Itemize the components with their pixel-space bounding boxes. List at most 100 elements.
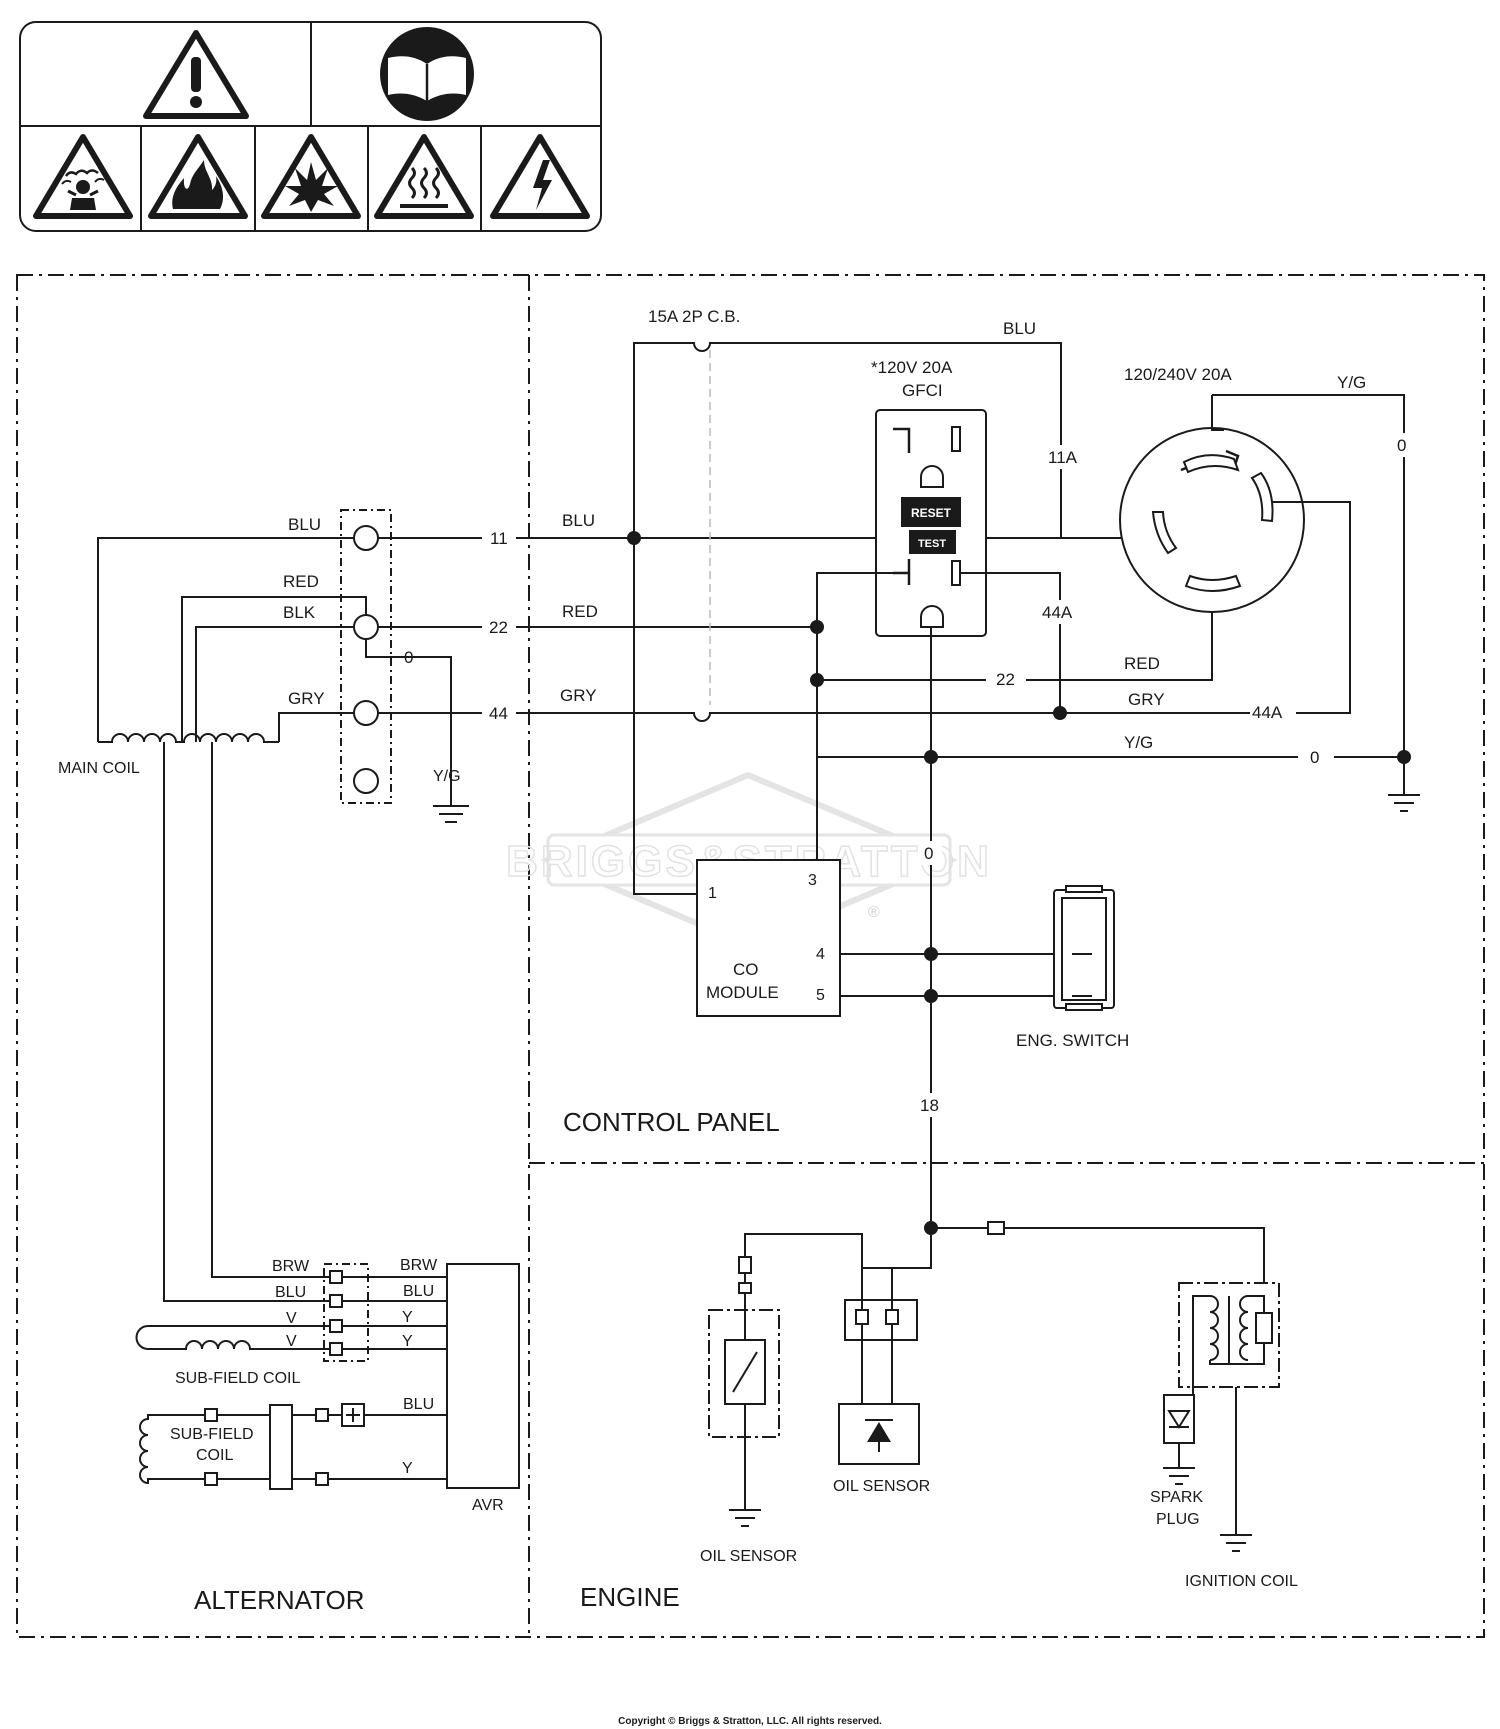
ignition-coil-label: IGNITION COIL — [1185, 1573, 1298, 1590]
wire-number-22: 22 — [489, 618, 508, 637]
read-manual-icon — [380, 27, 474, 121]
hot-surface-icon — [374, 134, 474, 219]
zero-bottom-label: 0 — [1310, 748, 1319, 767]
spark-plug-label-1: SPARK — [1150, 1489, 1203, 1506]
main-coil-label: MAIN COIL — [58, 760, 140, 777]
wire-18-label: 18 — [920, 1096, 939, 1115]
alt-wire-gry — [278, 712, 354, 742]
alt-wire-ground — [365, 639, 452, 806]
avr-right-label-y2: Y — [402, 1333, 413, 1350]
sub-field-coil-2 — [139, 1414, 210, 1485]
oil-sensor-left-ground — [729, 1509, 761, 1527]
avr-right-label-y1: Y — [402, 1309, 413, 1326]
wire-color-blu: BLU — [562, 511, 595, 530]
control-panel-section: RESET TEST — [378, 307, 1420, 1228]
gfci-label-2: GFCI — [902, 381, 943, 400]
avr-left-label-blu: BLU — [275, 1284, 306, 1301]
wire-11a: 11A — [1048, 448, 1078, 467]
red-22-number: 22 — [996, 670, 1015, 689]
wire-blu-top — [633, 342, 1126, 539]
alt-wire-label-blk: BLK — [283, 603, 316, 622]
co-module — [696, 859, 841, 1017]
engine-wire-ignition — [1004, 1227, 1265, 1283]
engine-section-title: ENGINE — [580, 1582, 680, 1612]
engine-section: OIL SENSOR OIL SENSOR IGNITION COIL — [580, 1221, 1298, 1612]
alt-ground-label: Y/G — [433, 768, 461, 785]
fire-icon — [148, 134, 248, 219]
breaker-label: 15A 2P C.B. — [648, 307, 740, 326]
warning-icon — [143, 30, 249, 119]
gfci-reset-button[interactable] — [901, 497, 961, 527]
zero-vertical-label: 0 — [924, 844, 933, 863]
co-module-label-1: CO — [733, 960, 759, 979]
avr-label: AVR — [472, 1497, 504, 1514]
main-coil — [98, 733, 279, 743]
control-panel-section-title: CONTROL PANEL — [563, 1107, 780, 1137]
wire-44a-gfci — [960, 572, 1061, 713]
gfci-test-label: TEST — [918, 538, 946, 550]
wire-color-red: RED — [562, 602, 598, 621]
avr-wire-blu — [163, 742, 330, 1302]
alt-wire-red — [181, 596, 367, 742]
sub-field-connector — [269, 1404, 293, 1490]
avr-module — [446, 1263, 520, 1489]
explosion-icon — [261, 134, 361, 219]
avr-lower-label-blu: BLU — [403, 1396, 434, 1413]
spark-plug — [1163, 1394, 1195, 1444]
sub-field-coil-1 — [148, 1340, 330, 1350]
alt-ground-symbol — [433, 805, 469, 823]
terminal-spare — [353, 768, 379, 794]
toxic-fumes-icon — [33, 134, 133, 219]
co-pin-4: 4 — [816, 946, 825, 963]
zero-top-label: 0 — [1397, 436, 1406, 455]
alt-wire-label-red: RED — [283, 572, 319, 591]
avr-left-label-v2: V — [286, 1333, 297, 1350]
wire-co-pin-1 — [633, 538, 697, 895]
alternator-section-title: ALTERNATOR — [194, 1585, 364, 1615]
gry-44a-color: GRY — [1128, 690, 1165, 709]
sub-field-coil-1-label: SUB-FIELD COIL — [175, 1370, 300, 1387]
wire-number-44: 44 — [489, 704, 508, 723]
engine-wire-oil-mid — [861, 1228, 932, 1300]
avr-lower-label-y: Y — [402, 1460, 413, 1477]
eng-switch-label: ENG. SWITCH — [1016, 1031, 1129, 1050]
co-pin-5: 5 — [816, 987, 825, 1004]
watermark-registered: ® — [868, 904, 880, 921]
yg-top-label: Y/G — [1337, 373, 1366, 392]
sub-field-coil-2-label-2: COIL — [196, 1447, 233, 1464]
sub-field-coil-2-label-1: SUB-FIELD — [170, 1426, 254, 1443]
alt-wire-label-blu: BLU — [288, 515, 321, 534]
wire-44a-gfci-label: 44A — [1042, 603, 1073, 622]
avr-right-label-blu: BLU — [403, 1283, 434, 1300]
wire-color-gry: GRY — [560, 686, 597, 705]
gfci-reset-label: RESET — [911, 506, 952, 520]
alt-wire-blk — [195, 626, 354, 742]
spark-plug-label-2: PLUG — [1156, 1511, 1200, 1528]
avr-left-label-brw: BRW — [272, 1258, 310, 1275]
co-pin-1: 1 — [708, 885, 717, 902]
yg-bottom-label: Y/G — [1124, 733, 1153, 752]
gry-44a-number: 44A — [1252, 703, 1283, 722]
copyright-notice: Copyright © Briggs & Stratton, LLC. All … — [618, 1716, 882, 1727]
wire-yg-top — [1212, 394, 1405, 757]
spark-plug-ground — [1163, 1467, 1195, 1485]
wire-number-11: 11 — [490, 529, 508, 548]
terminal-11 — [353, 525, 379, 551]
oil-sensor-mid-label: OIL SENSOR — [833, 1478, 930, 1495]
safety-icon-panel — [19, 21, 602, 232]
wire-44 — [378, 712, 1345, 722]
alternator-section: MAIN COIL BLU RED BLK GRY 0 Y/G AVR BRW … — [58, 509, 520, 1615]
terminal-block — [340, 509, 392, 804]
engine-wire-oil-left — [744, 1233, 863, 1300]
twist-lock-label: 120/240V 20A — [1124, 365, 1232, 384]
avr-left-label-v1: V — [286, 1310, 297, 1327]
red-22-color: RED — [1124, 654, 1160, 673]
co-module-label-2: MODULE — [706, 983, 779, 1002]
oil-sensor-left-label: OIL SENSOR — [700, 1548, 797, 1565]
wire-44a-twistlock — [1060, 501, 1351, 714]
section-borders — [16, 274, 1485, 1638]
terminal-22 — [353, 614, 379, 640]
avr-right-label-brw: BRW — [400, 1257, 438, 1274]
gfci-test-button[interactable] — [909, 530, 956, 554]
